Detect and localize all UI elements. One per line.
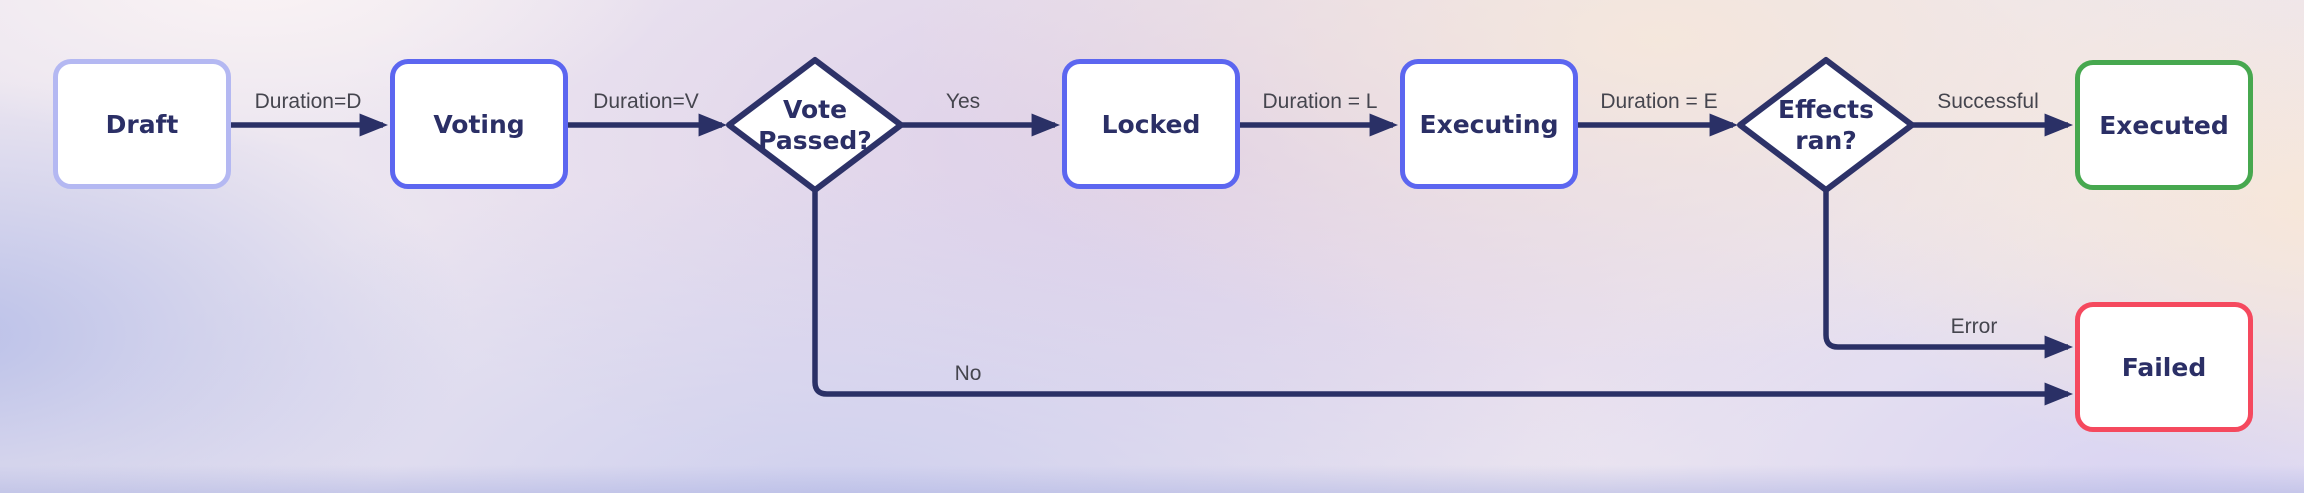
edge-label-no: No [954, 362, 982, 385]
node-executed-label: Executed [2099, 110, 2229, 140]
node-draft-label: Draft [105, 109, 179, 139]
node-vote-passed-shape[interactable] [726, 57, 904, 193]
edge-label-duration-v: Duration=V [593, 90, 699, 113]
edge-label-duration-l: Duration = L [1262, 90, 1378, 113]
edge-label-duration-e: Duration = E [1600, 90, 1718, 113]
node-draft[interactable]: Draft [53, 59, 231, 189]
node-locked-label: Locked [1101, 109, 1201, 139]
node-vote-passed-label: Vote Passed? [758, 95, 872, 155]
node-voting[interactable]: Voting [390, 59, 568, 189]
edge-vote-passed-to-failed[interactable] [812, 190, 2074, 406]
node-locked[interactable]: Locked [1062, 59, 1240, 189]
node-failed[interactable]: Failed [2075, 302, 2253, 432]
edge-effects-ran-to-failed[interactable] [1823, 190, 2074, 359]
edge-label-error: Error [1950, 315, 1998, 338]
node-effects-ran-label: Effects ran? [1778, 95, 1874, 155]
edge-label-duration-d: Duration=D [254, 90, 362, 113]
node-executed[interactable]: Executed [2075, 60, 2253, 190]
edge-label-yes: Yes [945, 90, 981, 113]
edge-label-successful: Successful [1937, 90, 2039, 113]
node-executing[interactable]: Executing [1400, 59, 1578, 189]
node-executing-label: Executing [1419, 109, 1559, 139]
node-voting-label: Voting [433, 109, 525, 139]
node-effects-ran-shape[interactable] [1737, 57, 1915, 193]
node-failed-label: Failed [2121, 352, 2207, 382]
